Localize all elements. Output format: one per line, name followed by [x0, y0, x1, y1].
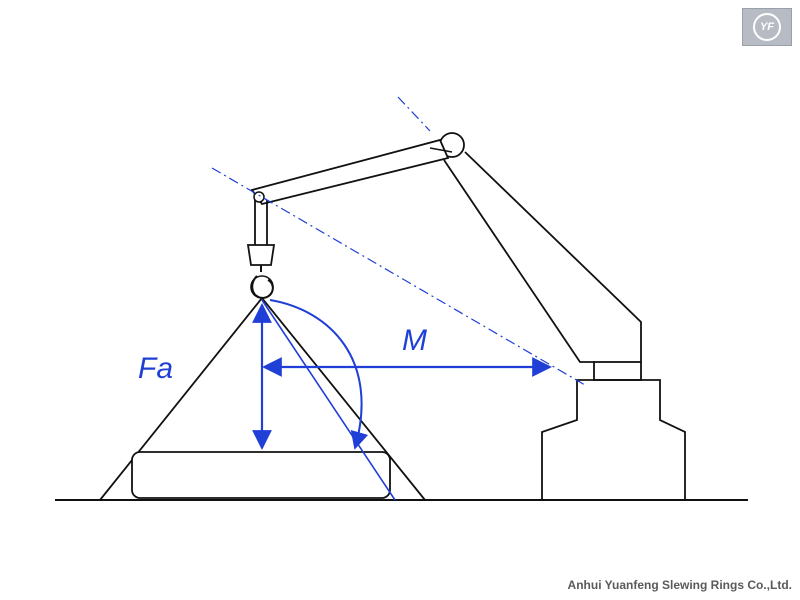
- hook-eye: [250, 275, 274, 299]
- sling-lines: [99, 296, 426, 501]
- company-logo-icon: YF: [753, 13, 781, 41]
- hook-block: [246, 244, 276, 266]
- column-axis-dashdot-line: [397, 96, 431, 132]
- m-label: M: [402, 324, 427, 357]
- footer-company-name: Anhui Yuanfeng Slewing Rings Co.,Ltd.: [567, 578, 792, 592]
- moment-arc-arrow: [269, 299, 369, 450]
- hoist-cable: [254, 200, 268, 245]
- crane-slewing-ring: [593, 361, 642, 381]
- company-logo: YF: [742, 8, 792, 46]
- crane-jib: [250, 138, 450, 206]
- hook: [251, 265, 274, 300]
- diagonal-load-line: [261, 299, 396, 501]
- reference-dashdot-line: [211, 167, 586, 386]
- fa-label: Fa: [138, 352, 173, 385]
- load-slab: [131, 451, 391, 499]
- jib-inner-line: [429, 147, 453, 153]
- crane-column: [443, 151, 642, 363]
- jib-tip-pin: [253, 191, 265, 203]
- crane-pedestal: [541, 379, 686, 500]
